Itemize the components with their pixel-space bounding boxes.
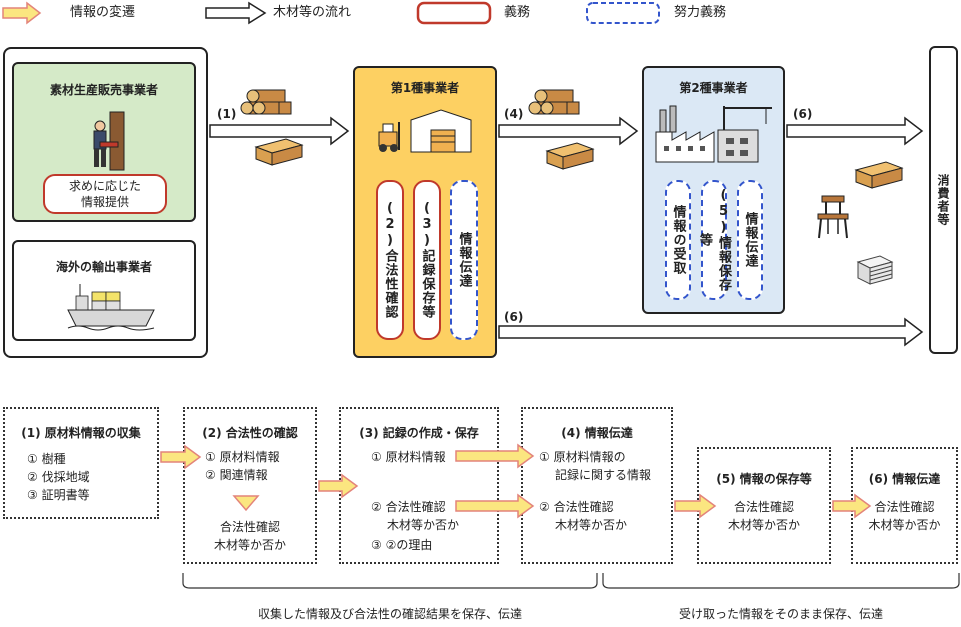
step-4-line: 記録に関する情報: [555, 468, 652, 482]
cargo-ship-icon: [67, 284, 155, 331]
legend-info-arrow-icon: [2, 1, 42, 25]
arrow-label-6-bottom: (6): [504, 310, 524, 324]
info-arrow-4-5: [674, 493, 717, 519]
info-arrow-3-4-a: [455, 443, 535, 469]
lumber-stack-icon: [545, 142, 595, 170]
chair-icon: [817, 195, 849, 239]
logs-icon: [528, 89, 580, 115]
step-3-line: ③ ②の理由: [371, 538, 433, 552]
step-1-line: ② 伐採地域: [27, 470, 90, 484]
first-duty-transmission-label: 情報伝達: [456, 232, 472, 288]
step-2-result: 合法性確認: [219, 520, 280, 534]
step-4-line: ① 原材料情報の: [539, 450, 626, 464]
legend-wood-arrow-icon: [205, 1, 267, 25]
exporter-box: 海外の輸出事業者: [12, 240, 196, 341]
wood-flow-arrow-1: [209, 116, 350, 146]
step-5-title: (5) 情報の保存等: [716, 472, 812, 486]
first-duty-record-keeping: (3)記録保存等: [413, 180, 441, 340]
step-5-line: 木材等か否か: [727, 518, 800, 532]
step-3-title: (3) 記録の作成・保存: [359, 426, 479, 440]
step-3-line: ② 合法性確認: [371, 500, 446, 514]
step-6-line: 木材等か否か: [868, 518, 941, 532]
first-duty-info-transmission: 情報伝達: [450, 180, 478, 340]
producer-note: 求めに応じた 情報提供: [43, 174, 167, 214]
legend-graphics: [2, 1, 660, 25]
second-type-operator-box: 第2種事業者 情報の受取 (5)情報保存等 情報伝達: [642, 66, 785, 314]
step-6-title: (6) 情報伝達: [868, 472, 941, 486]
step-4-line: ② 合法性確認: [539, 500, 614, 514]
factory-icon: [655, 105, 772, 163]
logs-icon: [240, 89, 292, 115]
legend-obligation-label: 義務: [504, 5, 531, 20]
info-arrow-3-4-b: [455, 493, 535, 519]
second-type-title: 第2種事業者: [679, 81, 748, 95]
first-type-operator-box: 第1種事業者 (2)合法性確認 (3)記録保存等 情報伝達: [353, 66, 497, 358]
step-2-line: ① 原材料情報: [205, 450, 280, 464]
info-arrow-2-3: [318, 473, 359, 499]
producer-box: 素材生産販売事業者 求めに応じた 情報提供: [12, 62, 196, 222]
lumber-stack-icon: [254, 138, 304, 166]
step-5-line: 合法性確認: [733, 500, 794, 514]
info-flow-graphics: [160, 443, 960, 589]
first-duty-legality-label: (2)合法性確認: [382, 201, 398, 319]
arrow-label-6-top: (6): [793, 107, 813, 121]
step-1-line: ① 樹種: [27, 452, 66, 466]
step-4-title: (4) 情報伝達: [561, 426, 633, 440]
second-duty-info-transmission: 情報伝達: [737, 180, 763, 300]
producer-note-line1: 求めに応じた: [68, 179, 141, 193]
second-duty-receive-label: 情報の受取: [670, 205, 686, 275]
step-1-line: ③ 証明書等: [27, 488, 90, 502]
step-4-box: (4) 情報伝達 ① 原材料情報の 記録に関する情報 ② 合法性確認 木材等か否…: [521, 407, 673, 564]
wood-flow-arrow-4: [498, 116, 639, 146]
step-5-box: (5) 情報の保存等 合法性確認 木材等か否か: [697, 447, 831, 564]
step-2-title: (2) 合法性の確認: [202, 426, 298, 440]
step-3-line: 木材等か否か: [387, 518, 460, 532]
step-3-box: (3) 記録の作成・保存 ① 原材料情報 ② 合法性確認 木材等か否か ③ ②の…: [339, 407, 499, 564]
right-bracket: [602, 573, 960, 589]
wood-flow-arrow-6-top: [786, 116, 924, 146]
info-arrow-5-6: [832, 493, 872, 519]
first-duty-record-label: (3)記録保存等: [419, 201, 435, 319]
consumer-box: 消費者等: [929, 46, 958, 354]
step-4-line: 木材等か否か: [555, 518, 628, 532]
second-duty-storage-label: (5)情報保存等: [697, 188, 731, 292]
lumber-stack-icon: [854, 161, 904, 189]
legend-info-label: 情報の変遷: [70, 5, 136, 20]
paper-stack-icon: [856, 255, 894, 285]
step-6-line: 合法性確認: [874, 500, 935, 514]
warehouse-forklift-icon: [378, 109, 472, 153]
consumer-label: 消費者等: [936, 174, 950, 226]
step-1-title: (1) 原材料情報の収集: [21, 426, 141, 440]
exporter-title: 海外の輸出事業者: [55, 260, 152, 274]
producer-note-line2: 情報提供: [80, 195, 129, 209]
legend-effort-swatch: [586, 2, 660, 24]
first-type-title: 第1種事業者: [390, 81, 460, 95]
step-2-box: (2) 合法性の確認 ① 原材料情報 ② 関連情報 合法性確認 木材等か否か: [183, 407, 317, 564]
lumberjack-icon: [93, 111, 125, 171]
arrow-label-1: (1): [217, 107, 237, 121]
flow-graphics: [209, 89, 924, 347]
step-2-line: ② 関連情報: [205, 468, 268, 482]
right-bracket-label: 受け取った情報をそのまま保存、伝達: [678, 607, 883, 621]
info-triangle-down-icon: [232, 495, 260, 512]
arrow-label-4: (4): [504, 107, 524, 121]
step-1-box: (1) 原材料情報の収集 ① 樹種 ② 伐採地域 ③ 証明書等: [3, 407, 159, 519]
info-arrow-1-2: [160, 444, 202, 470]
step-3-line: ① 原材料情報: [371, 450, 446, 464]
left-bracket: [182, 573, 598, 589]
second-duty-info-receive: 情報の受取: [665, 180, 691, 300]
legend-effort-label: 努力義務: [674, 5, 727, 20]
left-bracket-label: 収集した情報及び合法性の確認結果を保存、伝達: [257, 607, 522, 621]
first-duty-legality-check: (2)合法性確認: [376, 180, 404, 340]
second-duty-transmission-label: 情報伝達: [742, 212, 758, 268]
step-2-result: 木材等か否か: [213, 538, 286, 552]
second-duty-info-storage: (5)情報保存等: [697, 180, 731, 300]
legend-wood-label: 木材等の流れ: [273, 5, 352, 20]
step-6-box: (6) 情報伝達 合法性確認 木材等か否か: [851, 447, 958, 564]
legend-obligation-swatch: [416, 1, 492, 25]
producer-title: 素材生産販売事業者: [49, 83, 158, 97]
wood-flow-arrow-6-bottom: [498, 317, 924, 347]
